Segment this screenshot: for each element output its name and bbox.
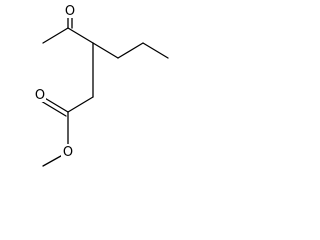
ester-carbonyl-oxygen-label: O xyxy=(35,88,45,103)
ketone-oxygen-backdrop xyxy=(63,3,76,18)
bond-propyl-3 xyxy=(142,42,169,59)
bond-ch2-to-ester-carbon xyxy=(67,96,94,113)
bond-ester-double-b xyxy=(40,100,67,117)
ketone-oxygen-label: O xyxy=(65,4,75,19)
ester-ether-oxygen-backdrop xyxy=(61,144,74,159)
ester-carbonyl-oxygen-backdrop xyxy=(33,87,46,102)
molecule-structure-diagram: O O O xyxy=(33,3,169,167)
bond-ester-double-a xyxy=(42,96,69,113)
bond-propyl-1 xyxy=(92,42,119,59)
bond-set xyxy=(40,11,169,167)
bond-ketone-to-ch xyxy=(67,27,94,44)
atom-labels: O O O xyxy=(33,3,76,160)
ester-ether-oxygen-label: O xyxy=(63,145,73,160)
bond-acetyl-methyl xyxy=(42,27,69,44)
bond-propyl-2 xyxy=(117,42,144,59)
